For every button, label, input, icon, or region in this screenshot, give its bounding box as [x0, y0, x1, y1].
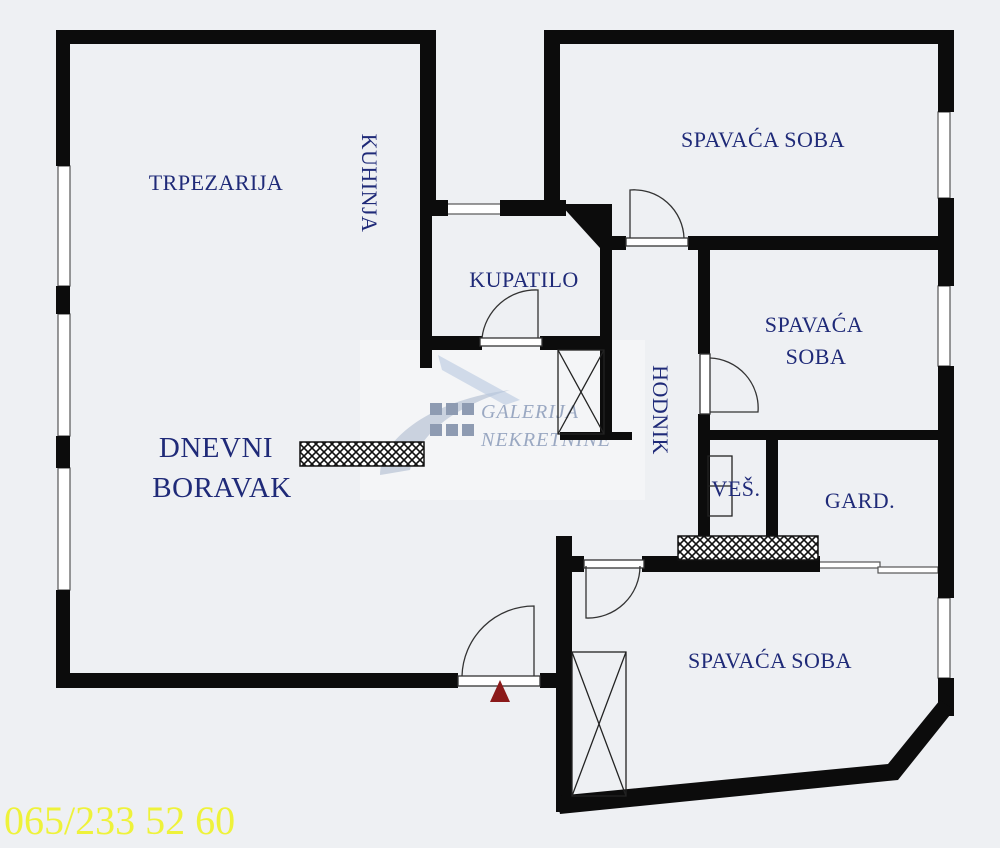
door-sliding-2 [877, 566, 939, 574]
wall [56, 673, 458, 688]
room-labels: TRPEZARIJA KUHINJA KUPATILO DNEVNI BORAV… [149, 127, 895, 673]
wall [544, 30, 560, 216]
wall [688, 236, 954, 250]
galerija-logo-icon [430, 403, 474, 436]
room-label-spavaca-top: SPAVAĆA SOBA [681, 127, 845, 152]
window-right-2 [937, 285, 951, 367]
door-swing [461, 605, 535, 677]
wall [938, 366, 954, 598]
doors [457, 189, 759, 687]
window-left-lower [57, 467, 71, 591]
wall [560, 432, 632, 440]
door-bedroom-mid [699, 353, 711, 415]
wall [56, 30, 70, 166]
room-label-gard: GARD. [825, 488, 895, 513]
room-label-spavaca-mid-line1: SPAVAĆA [765, 312, 864, 337]
window-kitchen [445, 203, 505, 215]
tv-cabinet [299, 441, 425, 467]
window-right-3 [937, 597, 951, 679]
wardrobe-bedroom [571, 651, 627, 797]
hallway-cabinet [677, 535, 819, 561]
wall [420, 200, 432, 368]
door-bedroom-top [625, 237, 689, 247]
wardrobes [557, 349, 733, 797]
watermark-panel [360, 340, 645, 500]
wall [766, 430, 778, 538]
window-right-1 [937, 111, 951, 199]
wall [938, 30, 954, 112]
wall [56, 30, 436, 44]
window-left-mid [57, 313, 71, 437]
room-label-spavaca-bottom: SPAVAĆA SOBA [688, 648, 852, 673]
watermark-line1: GALERIJA [481, 401, 579, 423]
wall [698, 246, 710, 354]
room-label-dnevni-line2: BORAVAK [152, 472, 291, 504]
watermark-roof [438, 355, 520, 405]
door-swing [585, 565, 641, 619]
room-label-ves: VEŠ. [711, 476, 760, 501]
wall [698, 414, 710, 546]
walls [56, 30, 954, 814]
door-bathroom [479, 337, 543, 347]
wardrobe-kitchen [557, 349, 605, 435]
wall [600, 236, 612, 436]
wall [540, 336, 612, 350]
room-label-kupatilo: KUPATILO [469, 267, 579, 292]
wall [560, 204, 612, 248]
wall [420, 30, 436, 210]
door-swing [629, 189, 685, 239]
wall [56, 590, 70, 688]
wall [420, 336, 482, 350]
hatched-elements [299, 441, 819, 561]
door-swing [709, 357, 759, 413]
room-label-spavaca-mid-line2: SOBA [786, 344, 847, 369]
wall [698, 430, 954, 440]
door-sliding-1 [817, 561, 881, 569]
wall [612, 236, 626, 250]
wall [556, 700, 954, 814]
entrance-arrow-icon [490, 680, 510, 702]
room-label-trpezarija: TRPEZARIJA [149, 170, 284, 195]
wall [56, 286, 70, 314]
wall [544, 30, 954, 44]
door-swing [481, 289, 539, 339]
phone-number: 065/233 52 60 [4, 798, 235, 843]
wall [56, 436, 70, 468]
room-label-hodnik: HODNIK [648, 365, 673, 455]
wall [556, 536, 572, 812]
door-bedroom-bottom [583, 559, 645, 569]
window-left-upper [57, 165, 71, 287]
room-label-dnevni-line1: DNEVNI [159, 432, 273, 464]
room-label-kuhinja: KUHINJA [357, 134, 382, 233]
